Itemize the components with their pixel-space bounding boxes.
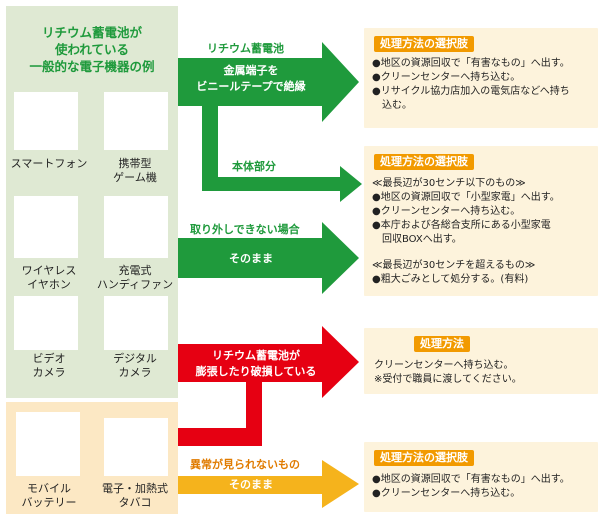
device-label-smartphone: スマートフォン xyxy=(10,157,88,170)
device-label-earphones: ワイヤレス イヤホン xyxy=(21,264,77,291)
device-image-mobile-battery xyxy=(16,412,80,476)
box-2-line: ●本庁および各総合支所にある小型家電 xyxy=(372,220,551,231)
arrow-red-damaged xyxy=(178,326,359,446)
disposal-box-1: 処理方法の選択肢 ●地区の資源回収で「有害なもの」へ出す。 ●クリーンセンターへ… xyxy=(364,28,598,128)
label-normal: 異常が見られないもの xyxy=(190,458,300,471)
label-damaged-line1: リチウム蓄電池が xyxy=(212,349,300,362)
device-label-digital-camera: デジタル カメラ xyxy=(113,352,157,379)
panel-title-line-3: 一般的な電子機器の例 xyxy=(29,59,155,74)
arrow-green-body xyxy=(202,106,362,202)
label-insulate-line1: 金属端子を xyxy=(223,64,279,77)
panel-title: リチウム蓄電池が 使われている 一般的な電子機器の例 xyxy=(6,24,178,75)
device-image-digital-camera xyxy=(104,296,168,350)
box-3-line: クリーンセンターへ持ち込む。 xyxy=(374,360,514,371)
box-4-line: ●地区の資源回収で「有害なもの」へ出す。 xyxy=(372,474,570,485)
box-2-line: ●地区の資源回収で「小型家電」へ出す。 xyxy=(372,192,560,203)
label-damaged-line2: 膨張したり破損している xyxy=(195,365,317,378)
disposal-box-2: 処理方法の選択肢 ≪最長辺が30センチ以下のもの≫ ●地区の資源回収で「小型家電… xyxy=(364,146,598,296)
device-label-mobile-battery: モバイル バッテリー xyxy=(21,482,77,509)
box-2-heading: 処理方法の選択肢 xyxy=(374,154,474,170)
panel-title-line-2: 使われている xyxy=(54,42,129,57)
device-image-smartphone xyxy=(14,92,78,150)
device-label-video-camera: ビデオ カメラ xyxy=(32,352,66,379)
label-insulate-line2: ビニールテープで絶縁 xyxy=(196,80,306,93)
device-label-game: 携帯型 ゲーム機 xyxy=(113,157,157,184)
device-image-fan xyxy=(104,196,168,258)
label-battery: リチウム蓄電池 xyxy=(207,42,284,55)
disposal-box-3: 処理方法 クリーンセンターへ持ち込む。 ※受付で職員に渡してください。 xyxy=(364,328,598,394)
device-label-fan: 充電式 ハンディファン xyxy=(96,264,174,291)
box-3-line: ※受付で職員に渡してください。 xyxy=(374,374,522,385)
device-image-earphones xyxy=(14,196,78,258)
arrow-green-nonremovable xyxy=(178,222,359,294)
box-1-line: ●クリーンセンターへ持ち込む。 xyxy=(372,72,521,83)
device-image-video-camera xyxy=(14,296,78,350)
device-image-e-cigarette xyxy=(104,418,168,476)
box-2-line: ≪最長辺が30センチを超えるもの≫ xyxy=(372,260,536,271)
box-2-line: ≪最長辺が30センチ以下のもの≫ xyxy=(372,178,526,189)
box-2-line: ●クリーンセンターへ持ち込む。 xyxy=(372,206,521,217)
device-image-game xyxy=(104,92,168,150)
box-4-line: ●クリーンセンターへ持ち込む。 xyxy=(372,488,521,499)
box-1-heading: 処理方法の選択肢 xyxy=(374,36,474,52)
arrow-green-battery xyxy=(178,42,359,122)
label-asis: そのまま xyxy=(229,252,273,265)
panel-title-line-1: リチウム蓄電池が xyxy=(41,25,142,40)
box-4-heading: 処理方法の選択肢 xyxy=(374,450,474,466)
label-asis-2: そのまま xyxy=(229,478,273,491)
device-label-e-cigarette: 電子・加熱式 タバコ xyxy=(102,482,168,509)
arrow-yellow-normal xyxy=(178,460,359,508)
box-1-line: 込む。 xyxy=(372,100,412,111)
box-1-line: ●地区の資源回収で「有害なもの」へ出す。 xyxy=(372,58,570,69)
box-3-heading: 処理方法 xyxy=(414,336,470,352)
box-2-line: 回収BOXへ出す。 xyxy=(372,234,462,245)
label-body: 本体部分 xyxy=(232,160,276,173)
box-1-line: ●リサイクル協力店加入の電気店などへ持ち xyxy=(372,86,570,97)
label-nonremovable: 取り外しできない場合 xyxy=(190,223,300,236)
box-2-line: ●粗大ごみとして処分する。(有料) xyxy=(372,274,529,285)
disposal-box-4: 処理方法の選択肢 ●地区の資源回収で「有害なもの」へ出す。 ●クリーンセンターへ… xyxy=(364,442,598,512)
